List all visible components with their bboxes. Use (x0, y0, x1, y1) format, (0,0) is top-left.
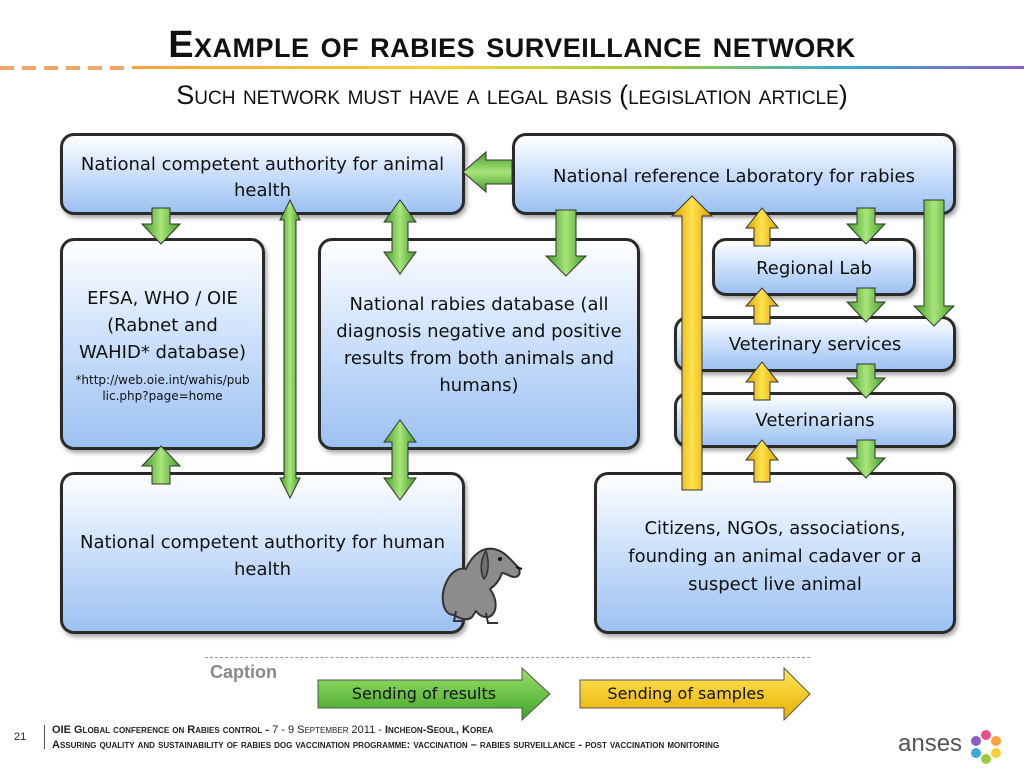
footer-conference-dates: 7 - 9 September 2011 - (269, 724, 385, 736)
box-efsa-note: *http://web.oie.int/wahis/public.php?pag… (75, 373, 250, 403)
title-underline (132, 66, 1024, 69)
page-number: 21 (14, 731, 27, 743)
footer-programme: Assuring quality and sustainability of r… (52, 739, 720, 751)
box-veterinary-services: Veterinary services (674, 316, 956, 372)
slide-title: Example of rabies surveillance network (168, 24, 856, 66)
box-national-rabies-database: National rabies database (all diagnosis … (318, 238, 640, 450)
box-efsa-who-oie: EFSA, WHO / OIE (Rabnet and WAHID* datab… (60, 238, 265, 450)
arrow-nrl-to-vet-services (912, 199, 956, 327)
box-nca-animal-health: National competent authority for animal … (60, 133, 465, 215)
box-regional-lab-label: Regional Lab (756, 258, 872, 279)
box-veterinarians-label: Veterinarians (755, 410, 875, 431)
caption-samples-label: Sending of samples (607, 684, 765, 703)
anses-logo-text: anses (898, 730, 963, 757)
slide-subtitle: Such network must have a legal basis (le… (176, 80, 848, 110)
caption-results-label: Sending of results (351, 684, 497, 703)
box-veterinary-services-label: Veterinary services (728, 334, 902, 355)
box-national-reference-lab-label: National reference Laboratory for rabies (553, 166, 915, 187)
footer-conference-title: OIE Global conference on Rabies control … (52, 724, 270, 736)
box-national-rabies-database-label: National rabies database (all diagnosis … (336, 294, 622, 396)
box-national-reference-lab: National reference Laboratory for rabies (512, 133, 956, 215)
flower-ring-icon (971, 730, 1001, 764)
box-nca-animal-health-label: National competent authority for animal … (80, 154, 445, 201)
footer-separator (44, 725, 45, 749)
footer-conference: OIE Global conference on Rabies control … (52, 724, 493, 736)
title-dash-decoration (0, 66, 132, 70)
box-efsa-who-oie-label: EFSA, WHO / OIE (Rabnet and WAHID* datab… (78, 288, 247, 363)
caption-title: Caption (210, 662, 277, 682)
footer-conference-place: Incheon-Seoul, Korea (384, 724, 494, 736)
box-nca-human-health-label: National competent authority for human h… (79, 532, 445, 580)
box-veterinarians: Veterinarians (674, 392, 956, 448)
box-citizens-ngos-label: Citizens, NGOs, associations, founding a… (628, 518, 922, 595)
caption-divider (205, 657, 810, 658)
box-citizens-ngos: Citizens, NGOs, associations, founding a… (594, 472, 956, 634)
arrow-nca-animal-nca-human (279, 198, 301, 500)
arrow-nrl-to-nca-animal (462, 150, 513, 194)
box-nca-human-health: National competent authority for human h… (60, 472, 465, 634)
box-regional-lab: Regional Lab (712, 238, 916, 296)
